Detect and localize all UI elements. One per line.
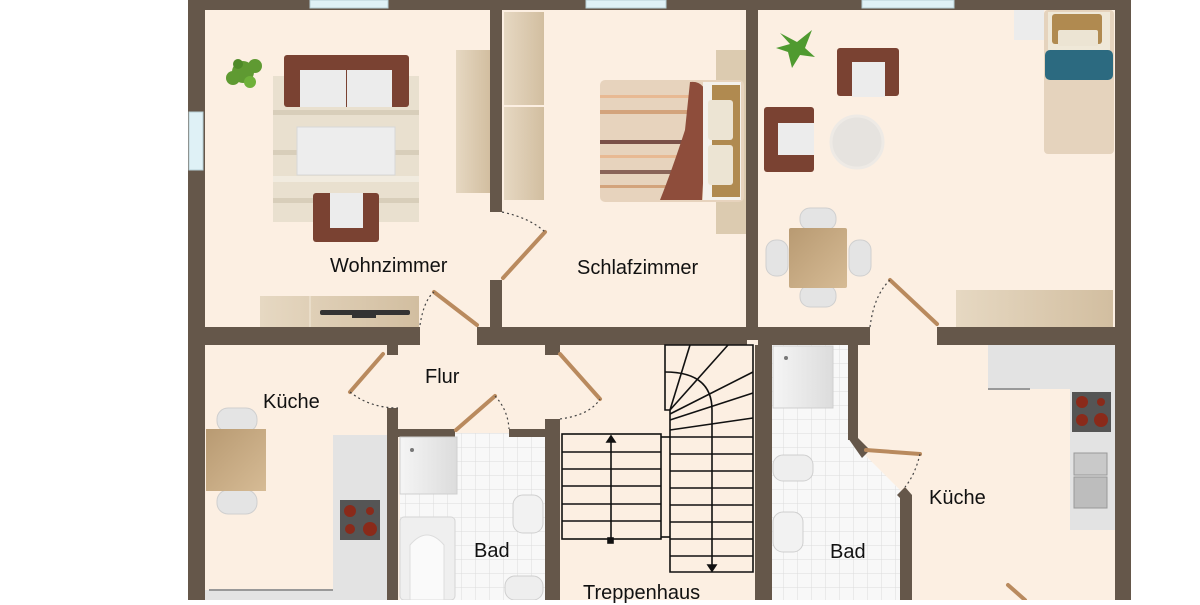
- room-label-treppenhaus: Treppenhaus: [583, 582, 701, 604]
- door-bad-right: [864, 448, 922, 456]
- single-bed: [1044, 10, 1114, 154]
- sideboard: [456, 50, 490, 193]
- door-bad-left: [454, 394, 497, 432]
- kitchen-counter: [205, 435, 387, 600]
- doors: [348, 230, 1027, 600]
- kitchen-sink-icon: [1073, 452, 1108, 509]
- toilet: [772, 454, 814, 482]
- schlafzimmer-furniture: [504, 12, 746, 234]
- wohnzimmer-furniture: [226, 50, 490, 327]
- door-kueche-right-bottom: [1006, 583, 1027, 600]
- door-kueche-left: [348, 352, 385, 394]
- door-swings: [349, 211, 921, 488]
- sofa: [284, 55, 409, 107]
- wardrobe: [504, 12, 544, 105]
- room-label-bad-rechts: Bad: [830, 541, 866, 563]
- room-label-wohnzimmer: Wohnzimmer: [330, 255, 448, 277]
- armchair: [837, 48, 899, 97]
- kueche-rechts-furniture: [988, 345, 1115, 530]
- double-bed: [600, 80, 744, 202]
- window: [585, 0, 667, 9]
- room-label-schlafzimmer: Schlafzimmer: [577, 257, 699, 279]
- bad-right-tiles: [772, 345, 905, 600]
- door-wohnzimmer: [432, 290, 479, 327]
- tv-board: [260, 296, 419, 327]
- nightstand: [1014, 10, 1044, 40]
- shower-tray: [772, 345, 834, 409]
- sink: [772, 511, 804, 553]
- armchair: [764, 107, 814, 172]
- sink: [512, 494, 544, 534]
- stove-icon: [340, 500, 380, 540]
- dining-set: [765, 207, 872, 308]
- door-schlafzimmer: [501, 230, 547, 280]
- room-label-bad-links: Bad: [474, 540, 510, 562]
- window: [309, 0, 389, 9]
- chair: [216, 489, 258, 515]
- room-label-kueche-links: Küche: [263, 391, 320, 413]
- room-label-flur: Flur: [425, 366, 460, 388]
- bad-rechts-fixtures: [772, 345, 834, 553]
- dining-table: [206, 429, 266, 491]
- room-label-kueche-rechts: Küche: [929, 487, 986, 509]
- shower-tray: [399, 436, 458, 495]
- door-treppenhaus: [558, 352, 602, 401]
- coffee-table: [296, 126, 396, 176]
- windows: [188, 0, 955, 171]
- window: [188, 111, 204, 171]
- wardrobe: [504, 107, 544, 200]
- armchair: [313, 193, 379, 242]
- sideboard: [956, 290, 1113, 327]
- round-table: [829, 114, 885, 170]
- plant-icon: [226, 59, 262, 88]
- stove-icon: [1072, 392, 1111, 432]
- bad-links-fixtures: [399, 436, 544, 600]
- zimmer-rechts-furniture: [764, 10, 1114, 327]
- chair: [216, 407, 258, 433]
- window: [861, 0, 955, 9]
- toilet: [504, 575, 544, 600]
- kueche-links-furniture: [205, 407, 387, 600]
- staircase: [561, 344, 754, 573]
- plant-icon: [776, 30, 815, 68]
- door-zimmer-right: [888, 278, 939, 326]
